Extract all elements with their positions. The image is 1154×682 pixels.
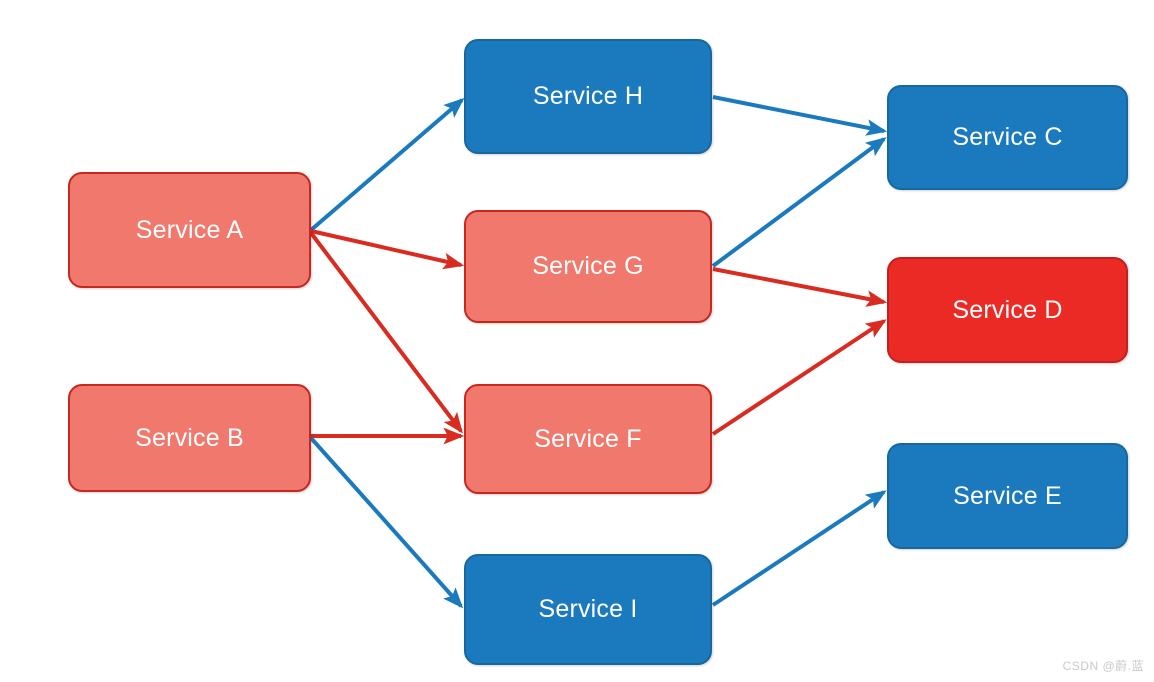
node-label-service-d: Service D: [952, 295, 1063, 324]
edge-f-to-d: [711, 319, 887, 436]
node-service-b[interactable]: Service B: [68, 384, 311, 492]
edge-a-to-f: [309, 231, 463, 434]
node-service-d[interactable]: Service D: [887, 257, 1128, 363]
node-label-service-i: Service I: [538, 595, 638, 623]
edge-b-to-i: [309, 436, 464, 609]
node-label-service-c: Service C: [952, 123, 1063, 151]
edge-g-to-c: [711, 137, 887, 268]
edge-a-to-h: [309, 97, 465, 232]
node-service-e[interactable]: Service E: [887, 443, 1128, 549]
node-service-c[interactable]: Service C: [887, 85, 1128, 190]
node-service-a[interactable]: Service A: [68, 172, 311, 288]
node-label-service-f: Service F: [534, 424, 642, 453]
node-label-service-e: Service E: [953, 481, 1062, 510]
node-label-service-b: Service B: [135, 423, 244, 452]
edge-g-to-d: [712, 267, 888, 307]
node-service-g[interactable]: Service G: [464, 210, 712, 323]
edge-h-to-c: [712, 95, 888, 136]
node-service-h[interactable]: Service H: [464, 39, 712, 154]
node-label-service-g: Service G: [532, 252, 644, 280]
node-label-service-h: Service H: [532, 82, 644, 110]
node-service-f[interactable]: Service F: [464, 384, 712, 494]
node-label-service-a: Service A: [135, 215, 244, 244]
edge-a-to-g: [310, 229, 465, 270]
edge-i-to-e: [711, 490, 887, 607]
node-service-i[interactable]: Service I: [464, 554, 712, 665]
csdn-watermark: CSDN @蔚.蓝: [1062, 659, 1144, 673]
